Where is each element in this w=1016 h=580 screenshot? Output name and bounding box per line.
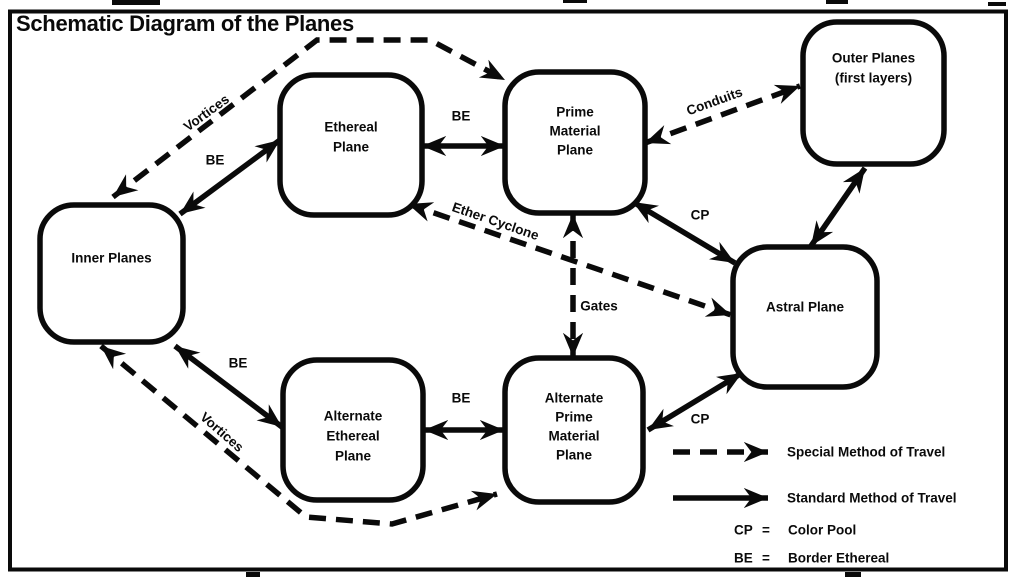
legend-abbr-be-meaning: Border Ethereal (788, 551, 889, 566)
legend-eq-cp: = (762, 523, 770, 538)
edge-be-inner-alt-ethereal-label: BE (229, 356, 248, 371)
edge-be-inner-ethereal (178, 137, 282, 217)
legend-special-label: Special Method of Travel (787, 445, 945, 460)
node-inner-planes (37, 202, 186, 345)
node-outer-planes (800, 19, 947, 167)
legend-eq-be: = (762, 551, 770, 566)
edge-vortices-bottom (99, 343, 498, 527)
scan-artifacts (112, 0, 1006, 577)
node-inner-planes-label: Inner Planes (71, 251, 151, 266)
page-title: Schematic Diagram of the Planes (16, 11, 354, 36)
edge-be-alt-ethereal-prime-label: BE (452, 391, 471, 406)
legend-abbr-be: BE (734, 551, 753, 566)
legend-standard-label: Standard Method of Travel (787, 491, 957, 506)
node-astral-plane-label: Astral Plane (766, 300, 845, 315)
node-alt-prime-material (502, 355, 646, 505)
legend-abbr-cp-meaning: Color Pool (788, 523, 856, 538)
edge-ether-cyclone (407, 201, 732, 318)
node-prime-material (502, 69, 648, 216)
edge-be-inner-ethereal-label: BE (206, 153, 225, 168)
edge-cp-alt-prime-astral-label: CP (691, 412, 710, 427)
edge-vortices-bottom-label: Vortices (197, 409, 246, 455)
page-border (8, 9, 1008, 572)
edge-be-ethereal-prime-label: BE (452, 109, 471, 124)
edge-vortices-top (111, 37, 507, 200)
edge-astral-outer (808, 166, 868, 248)
node-alt-ethereal-plane (280, 357, 426, 503)
node-astral-plane (730, 244, 880, 390)
node-outer-planes-label: Outer Planes(first layers) (832, 51, 915, 86)
edge-gates-label: Gates (580, 299, 618, 314)
edge-conduits-label: Conduits (684, 84, 744, 118)
edge-cp-prime-astral-label: CP (691, 208, 710, 223)
node-ethereal-plane (277, 72, 425, 218)
edge-cp-alt-prime-astral (646, 370, 744, 433)
edge-cp-prime-astral (631, 199, 737, 266)
edge-conduits (644, 83, 801, 146)
legend-abbr-cp: CP (734, 523, 753, 538)
